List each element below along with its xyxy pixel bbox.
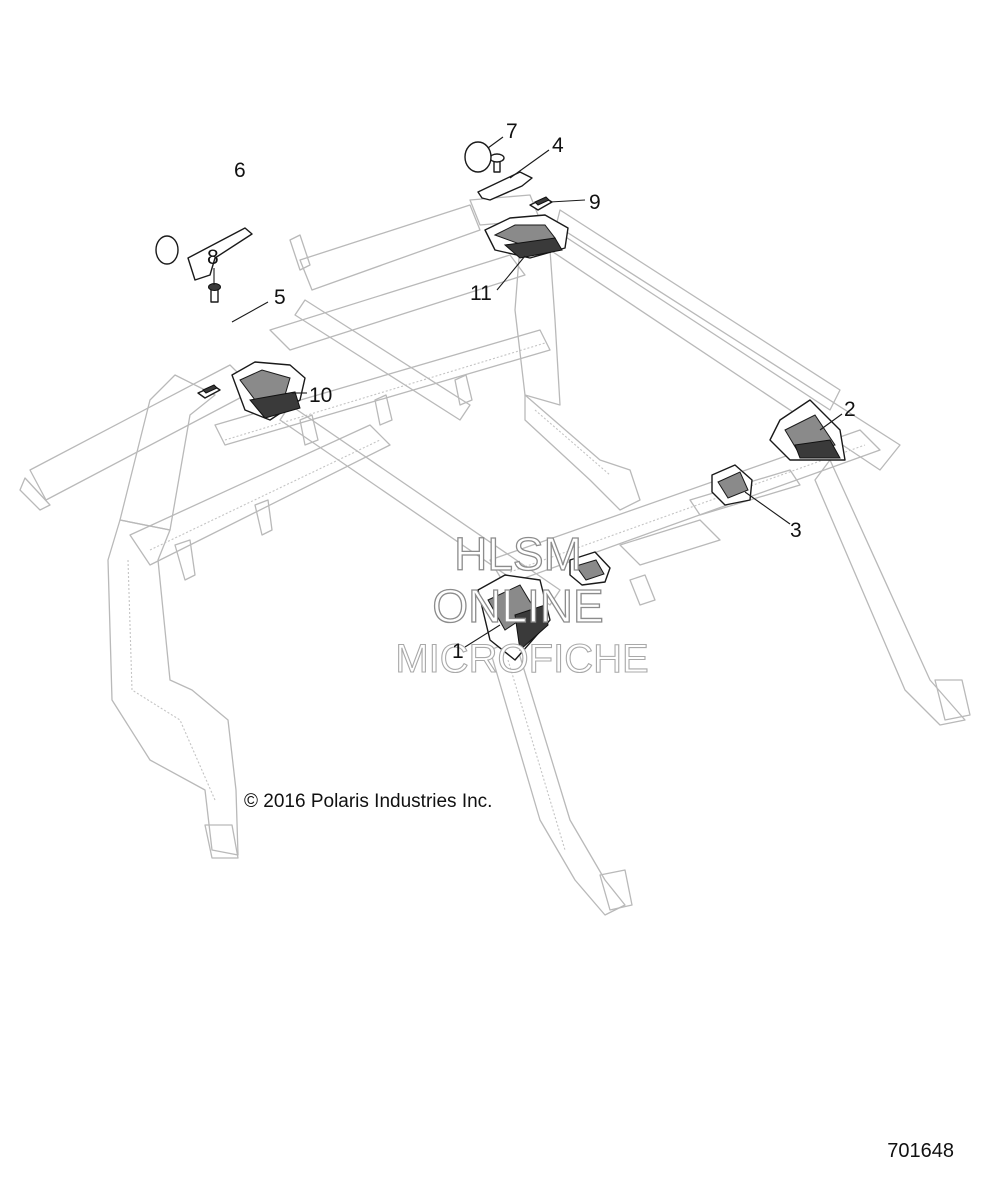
corner-cover-rear-right	[769, 399, 846, 461]
watermark-line2: ONLINE	[432, 580, 603, 632]
callout-10: 10	[309, 384, 332, 407]
corner-cover-front	[477, 574, 551, 661]
callout-2: 2	[844, 398, 856, 421]
figure-number: 701648	[887, 1140, 954, 1162]
callout-6: 6	[234, 159, 246, 182]
callout-9: 9	[589, 191, 601, 214]
clip-nut-rear	[529, 196, 553, 211]
callout-1: 1	[452, 640, 464, 663]
mount-bracket-rear	[477, 153, 533, 201]
callout-labels: 1 2 3 4 5 6 7 8 9 10 11	[207, 120, 856, 663]
callout-11: 11	[470, 282, 492, 305]
callout-5: 5	[274, 286, 286, 309]
callout-7: 7	[506, 120, 518, 143]
watermark: HLSM ONLINE MICROFICHE	[395, 527, 649, 681]
watermark-line3: MICROFICHE	[395, 637, 648, 681]
callout-8: 8	[207, 246, 219, 269]
clip-nut-left	[197, 384, 221, 399]
corner-cover-left	[231, 361, 306, 421]
o-ring-rear	[464, 141, 492, 173]
watermark-line1: HLSM	[454, 528, 582, 580]
copyright-notice: © 2016 Polaris Industries Inc.	[244, 791, 492, 812]
leader-lines	[213, 136, 843, 648]
callout-4: 4	[552, 134, 564, 157]
corner-cover-rear-center	[484, 214, 569, 259]
callout-3: 3	[790, 519, 802, 542]
mount-bracket-left	[187, 227, 253, 281]
o-ring-left	[155, 235, 179, 265]
tube-clamp	[569, 464, 753, 586]
bolt	[208, 283, 221, 303]
